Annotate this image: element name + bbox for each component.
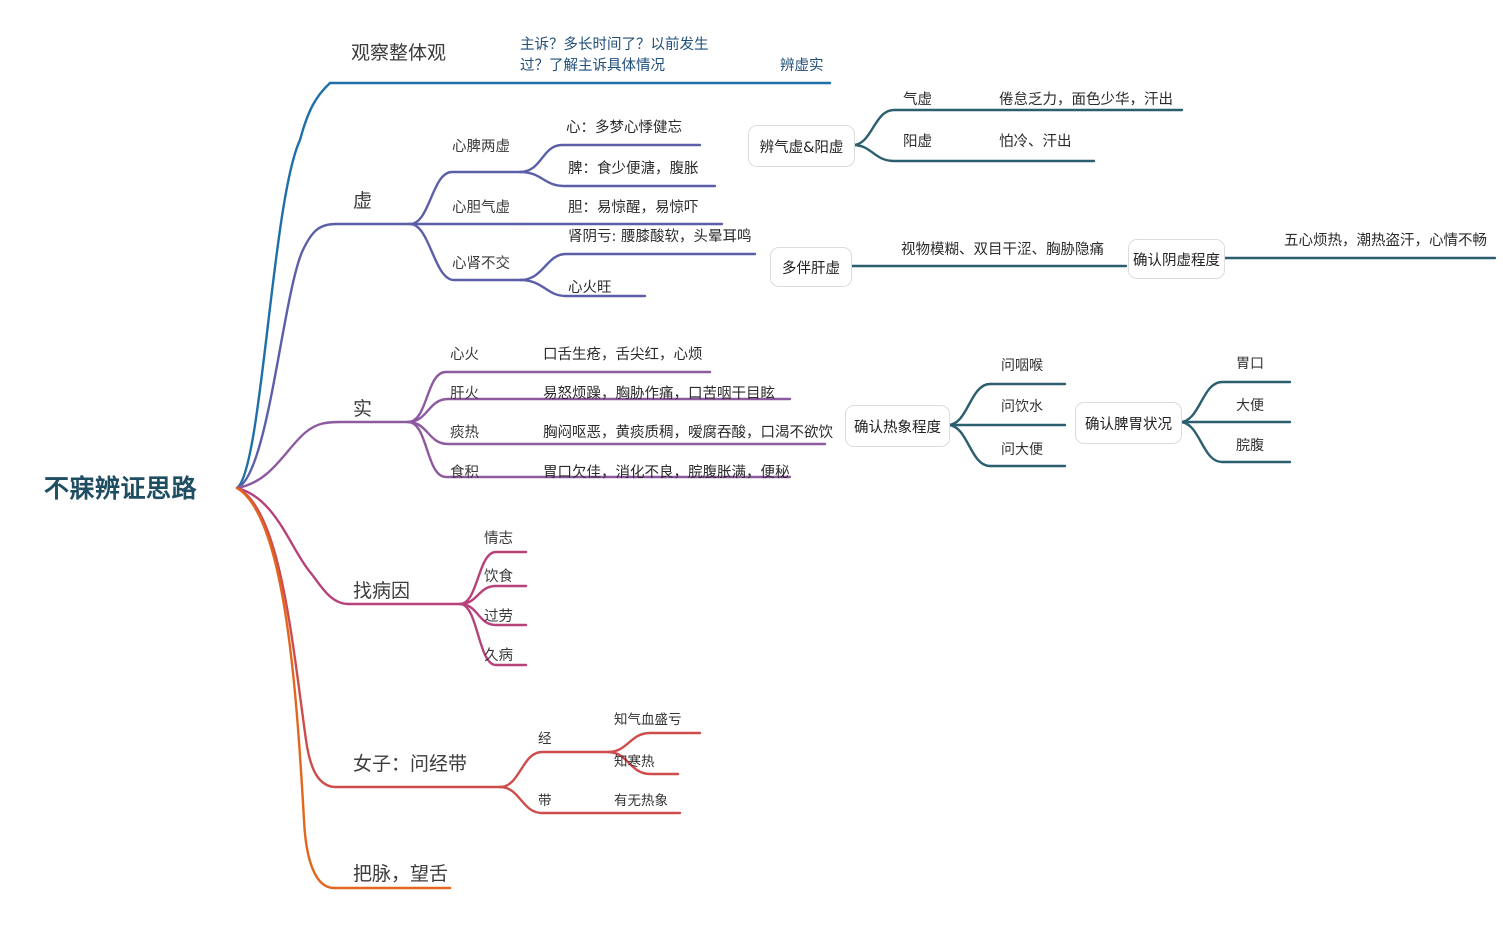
female-child-dai[interactable]: 带	[538, 793, 552, 809]
box-duobanganxu[interactable]: 多伴肝虚	[770, 247, 852, 287]
detail-dan: 胆：易惊醒，易惊吓	[568, 200, 699, 216]
box-queren-piwei-zhuangkuang[interactable]: 确认脾胃状况	[1075, 402, 1182, 444]
node-tanre[interactable]: 痰热	[450, 425, 479, 441]
cause-child-yinshi[interactable]: 饮食	[484, 569, 513, 585]
node-xinhuo[interactable]: 心火	[450, 347, 479, 363]
wire-female-main	[235, 486, 502, 789]
branch-cause-label[interactable]: 找病因	[353, 580, 411, 602]
node-xindanqixu[interactable]: 心胆气虚	[452, 200, 510, 216]
wire-xinshen-to-shenyin	[518, 252, 757, 282]
box-queren-yinxu-label: 确认阴虚程度	[1133, 252, 1220, 269]
detail-qixu: 倦怠乏力，面色少华，汗出	[999, 92, 1173, 108]
piwei-child-dabian[interactable]: 大便	[1236, 398, 1264, 414]
rexiang-child-yinshui[interactable]: 问饮水	[1001, 399, 1043, 415]
node-yangxu[interactable]: 阳虚	[903, 134, 932, 150]
box-queren-yinxu-chengdu[interactable]: 确认阴虚程度	[1128, 239, 1225, 279]
observe-tail-label: 辨虚实	[780, 58, 824, 74]
wire-jing-to-qixue	[606, 731, 702, 754]
detail-yangxu: 怕冷、汗出	[999, 134, 1072, 150]
wire-piwei-to-weikou	[1178, 380, 1292, 424]
branch-pulse-label[interactable]: 把脉，望舌	[353, 863, 449, 885]
wire-shi-main	[235, 420, 410, 490]
cause-child-jiubing[interactable]: 久病	[484, 648, 513, 664]
detail-yinxu: 五心烦热，潮热盗汗，心情不畅	[1284, 233, 1487, 249]
box-queren-rexiang-label: 确认热象程度	[854, 419, 941, 436]
detail-xin: 心：多梦心悸健忘	[566, 120, 682, 136]
detail-zhihanre: 知寒热	[614, 754, 655, 770]
observe-note-line1: 主诉？多长时间了？以前发生	[520, 37, 709, 53]
rexiang-child-yanhou[interactable]: 问咽喉	[1001, 358, 1043, 374]
detail-youwurexiang: 有无热象	[614, 793, 668, 809]
cause-child-qingzhi[interactable]: 情志	[484, 531, 513, 547]
detail-ganxu: 视物模糊、双目干涩、胸胁隐痛	[901, 242, 1104, 258]
box-queren-rexiang-chengdu[interactable]: 确认热象程度	[845, 405, 950, 447]
detail-zhiqixue: 知气血盛亏	[614, 712, 682, 728]
node-ganhuo[interactable]: 肝火	[450, 386, 479, 402]
rexiang-child-dabian[interactable]: 问大便	[1001, 442, 1043, 458]
piwei-child-weikou[interactable]: 胃口	[1236, 356, 1264, 372]
detail-ganhuo: 易怒烦躁，胸胁作痛，口苦咽干目眩	[543, 386, 775, 402]
detail-xinhuowang: 心火旺	[568, 280, 612, 296]
detail-xinhuo: 口舌生疮，舌尖红，心烦	[543, 347, 703, 363]
root-node-title[interactable]: 不寐辨证思路	[44, 474, 198, 503]
piwei-child-wanfu[interactable]: 脘腹	[1236, 438, 1264, 454]
branch-female-label[interactable]: 女子：问经带	[353, 753, 468, 775]
node-qixu[interactable]: 气虚	[903, 92, 932, 108]
wire-xu-main	[235, 222, 412, 490]
detail-shenyinkui: 肾阴亏: 腰膝酸软，头晕耳鸣	[568, 229, 752, 245]
female-child-jing[interactable]: 经	[538, 731, 552, 747]
detail-pi: 脾：食少便溏，腹胀	[568, 161, 699, 177]
wire-cause-to-yinshi	[458, 584, 528, 606]
box-queren-piwei-label: 确认脾胃状况	[1085, 416, 1172, 433]
observe-note-line2: 过？了解主诉具体情况	[520, 58, 665, 74]
detail-tanre: 胸闷呕恶，黄痰质稠，嗳腐吞酸，口渴不欲饮	[543, 425, 833, 441]
node-xinshenbujiao[interactable]: 心肾不交	[452, 256, 510, 272]
box-duobanganxu-label: 多伴肝虚	[782, 260, 840, 277]
wire-female-to-jing	[498, 750, 610, 789]
wire-cause-main	[235, 486, 462, 606]
branch-shi-label[interactable]: 实	[353, 398, 373, 420]
branch-xu-label[interactable]: 虚	[353, 190, 373, 212]
detail-shiji: 胃口欠佳，消化不良，脘腹胀满，便秘	[543, 465, 790, 481]
node-xinpiliangxu[interactable]: 心脾两虚	[452, 139, 510, 155]
wire-pulse-main	[235, 486, 452, 890]
cause-child-guolao[interactable]: 过劳	[484, 609, 513, 625]
box-bianqixu-yangxu[interactable]: 辨气虚&阳虚	[748, 125, 855, 167]
branch-observe-label[interactable]: 观察整体观	[351, 42, 447, 64]
box-bianqixu-yangxu-label: 辨气虚&阳虚	[759, 139, 844, 156]
wire-piwei-to-wanfu	[1178, 420, 1292, 464]
node-shiji[interactable]: 食积	[450, 465, 479, 481]
